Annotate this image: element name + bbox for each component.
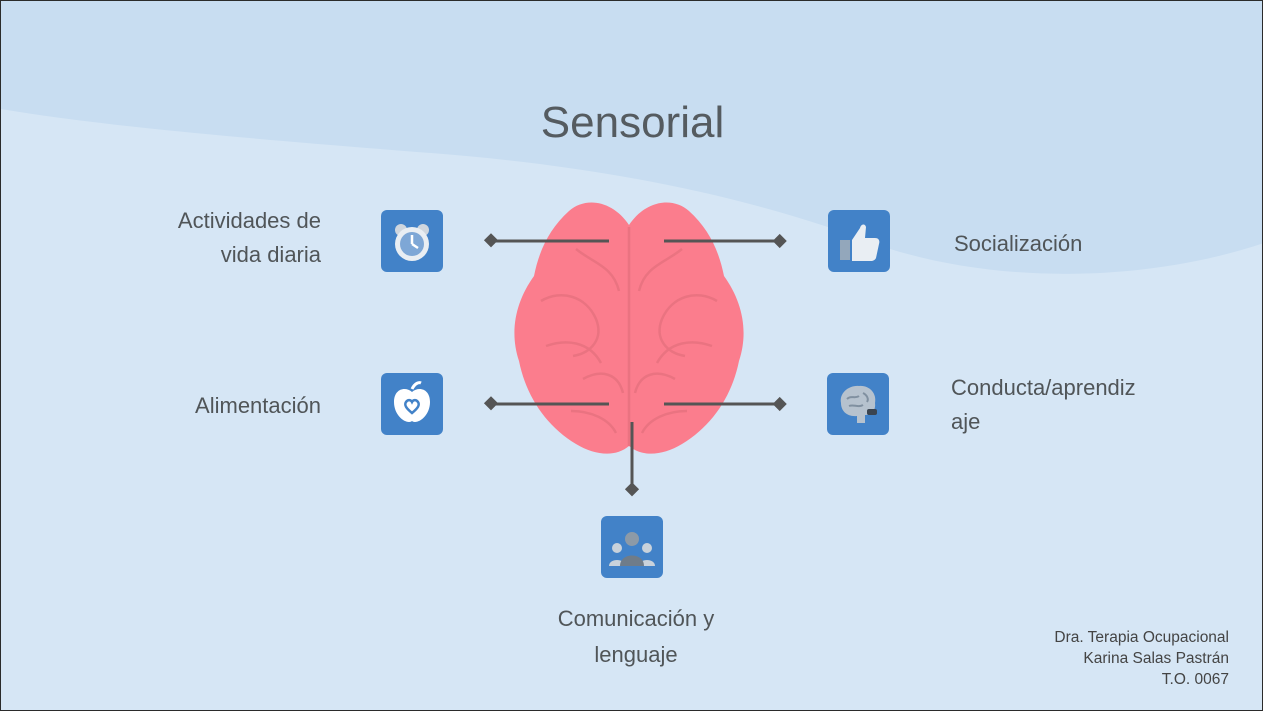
label-communication-line1: Comunicación y [557, 606, 715, 631]
brain-icon [827, 373, 889, 435]
label-daily-living-line2: vida diaria [220, 242, 321, 267]
label-socialization: Socialización [954, 231, 1083, 256]
label-behavior: Conducta/aprendiz aje [951, 371, 1211, 439]
thumbs-up-icon [828, 210, 890, 272]
alarm-clock-icon [381, 210, 443, 272]
apple-heart-icon [381, 373, 443, 435]
slide-title: Sensorial [540, 98, 725, 147]
label-communication-line2: lenguaje [594, 642, 678, 667]
label-behavior-line2: aje [951, 409, 981, 434]
label-behavior-line1: Conducta/aprendiz [951, 375, 1136, 400]
label-communication: Comunicación y lenguaje [491, 601, 781, 673]
credit-line2: Karina Salas Pastrán [1083, 650, 1229, 667]
group-people-icon [601, 516, 663, 578]
credit-line1: Dra. Terapia Ocupacional [1054, 629, 1229, 646]
label-feeding: Alimentación [195, 393, 321, 418]
credit-line3: T.O. 0067 [1161, 671, 1229, 688]
label-daily-living: Actividades de vida diaria [117, 204, 321, 272]
author-credit: Dra. Terapia Ocupacional Karina Salas Pa… [1054, 627, 1229, 690]
label-daily-living-line1: Actividades de [177, 208, 321, 233]
